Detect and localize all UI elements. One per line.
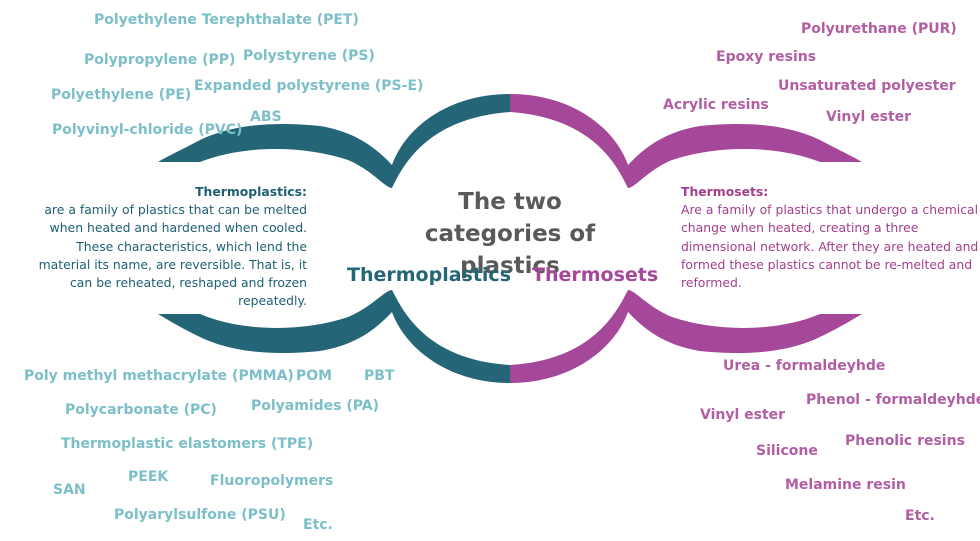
thermoplastic-example: Expanded polystyrene (PS-E) [194,78,424,94]
thermoset-example: Melamine resin [785,477,906,493]
thermoset-example: Acrylic resins [663,97,769,113]
thermoplastics-heading: Thermoplastics: [195,184,307,199]
thermosets-description: Are a family of plastics that undergo a … [681,202,979,291]
thermoset-example: Phenol - formaldeyhde [806,392,980,408]
thermoplastics-label: Thermoplastics [347,264,512,286]
thermosets-bottom-arc [510,290,862,383]
thermoset-example: Unsaturated polyester [778,78,956,94]
thermoset-example: Etc. [905,508,935,524]
thermosets-label: Thermosets [532,264,659,286]
thermoset-example: Vinyl ester [826,109,912,125]
thermoplastics-description-block: Thermoplastics: are a family of plastics… [22,183,307,310]
thermoplastic-example: Polycarbonate (PC) [65,402,217,418]
thermosets-description-block: Thermosets: Are a family of plastics tha… [681,183,980,292]
thermoplastic-example: PEEK [128,469,169,485]
thermoplastic-example: Polystyrene (PS) [243,48,375,64]
thermoplastic-example: Polyethylene Terephthalate (PET) [94,12,359,28]
thermoplastic-example: ABS [250,109,282,125]
thermoplastics-description: are a family of plastics that can be mel… [38,202,307,309]
thermoplastic-example: POM [296,368,333,384]
thermoplastics-bottom-arc [158,290,510,383]
thermoset-example: Urea - formaldeyhde [723,358,886,374]
thermoplastic-example: Etc. [303,517,333,533]
thermosets-heading: Thermosets: [681,184,769,199]
thermoplastic-example: Poly methyl methacrylate (PMMA) [24,368,294,384]
thermoplastic-example: Polyamides (PA) [251,398,379,414]
thermoplastic-example: SAN [53,482,86,498]
thermoset-example: Phenolic resins [845,433,965,449]
thermoplastic-example: Fluoropolymers [210,473,334,489]
thermoset-example: Silicone [756,443,818,459]
thermoplastic-example: Polyvinyl-chloride (PVC) [52,122,243,138]
thermoset-example: Vinyl ester [700,407,786,423]
thermoplastic-example: Polyethylene (PE) [51,87,192,103]
thermosets-top-arc [510,94,862,188]
thermoset-example: Polyurethane (PUR) [801,21,957,37]
diagram-title: The two categories of plastics [424,189,596,279]
thermoplastic-example: Thermoplastic elastomers (TPE) [61,436,314,452]
thermoplastic-example: Polypropylene (PP) [84,52,236,68]
thermoplastic-example: Polyarylsulfone (PSU) [114,507,286,523]
thermoset-example: Epoxy resins [716,49,817,65]
thermoplastics-top-arc [158,94,510,188]
thermoplastic-example: PBT [364,368,395,384]
